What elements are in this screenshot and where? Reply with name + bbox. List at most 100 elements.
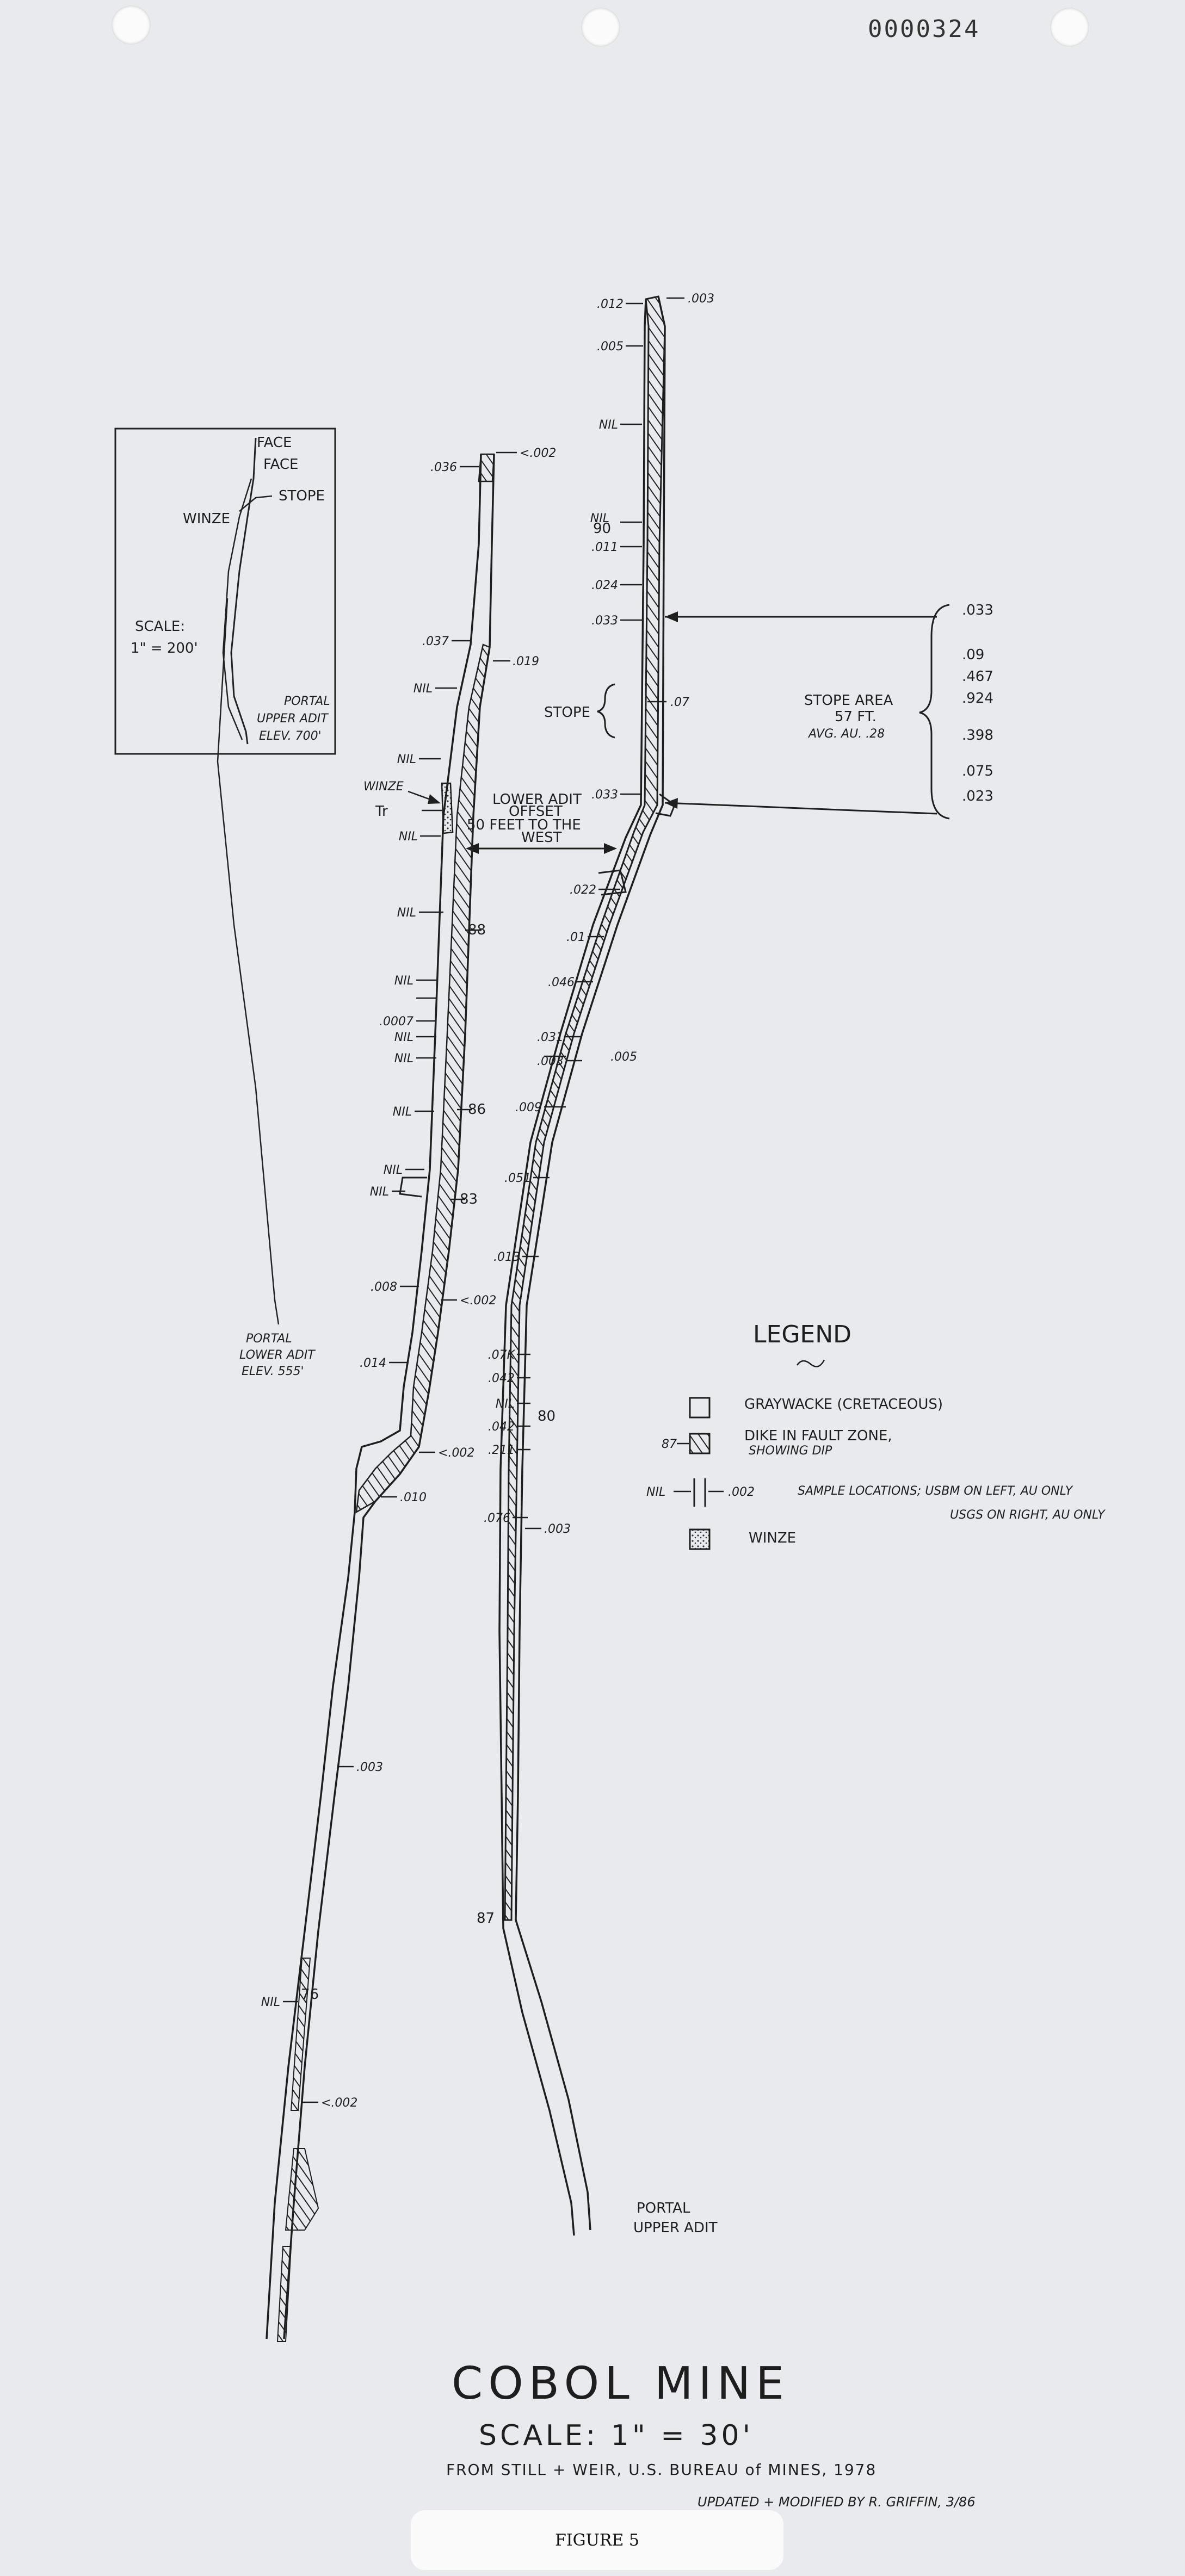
inset-scale-value: 1" = 200' — [131, 640, 198, 657]
upper-sample-left: .211 — [488, 1444, 515, 1457]
upper-sample-left: .042 — [488, 1420, 515, 1434]
upper-sample-left: .07K — [488, 1348, 516, 1362]
upper-sample-left: .051 — [504, 1172, 531, 1185]
title-block: COBOL MINE SCALE: 1" = 30' FROM STILL + … — [446, 2358, 976, 2510]
lower-sample-right: <.002 — [460, 1294, 496, 1308]
legend-dike-label-2: SHOWING DIP — [749, 1444, 832, 1458]
winze-label: WINZE — [363, 780, 404, 794]
inset-portal-upper-2: UPPER ADIT — [257, 712, 329, 726]
stope-assay-value: .398 — [962, 727, 993, 744]
stope-value: .07 — [670, 696, 689, 709]
upper-sample-left: NIL — [590, 512, 609, 525]
upper-dip: 90 — [593, 521, 611, 537]
legend: LEGEND GRAYWACKE (CRETACEOUS) 87 DIKE IN… — [646, 1321, 1106, 1550]
upper-sample-left: .012 — [597, 298, 624, 311]
inset-winze-label: WINZE — [183, 511, 230, 527]
trace-label: Tr — [375, 803, 388, 820]
stope-assay-value: .075 — [962, 763, 993, 779]
stope-assay-value: .033 — [962, 602, 993, 618]
upper-sample-right: .003 — [544, 1522, 571, 1536]
upper-sample-left: .033 — [591, 788, 618, 802]
lower-adit-offset: LOWER ADIT OFFSET 50 FEET TO THE WEST — [466, 791, 617, 854]
upper-sample-left: .022 — [570, 883, 596, 897]
lower-sample-right: .003 — [356, 1761, 383, 1774]
upper-dip: 80 — [538, 1408, 556, 1425]
lower-sample-left: NIL — [384, 1163, 403, 1177]
lower-sample-right: <.002 — [321, 2096, 357, 2110]
upper-sample-left: NIL — [599, 418, 618, 432]
lower-sample-left: .036 — [430, 461, 457, 474]
upper-sample-left: .046 — [548, 976, 575, 989]
legend-sample-label-2: USGS ON RIGHT, AU ONLY — [950, 1508, 1106, 1522]
offset-label-3: 50 FEET TO THE — [467, 817, 581, 833]
upper-adit: .012 .005 NIL NIL .011 .024 .033 .033 .0… — [477, 292, 718, 2236]
inset-map: FACE FACE STOPE WINZE SCALE: 1" = 200' P… — [114, 428, 336, 1378]
legend-sample-left: NIL — [646, 1485, 665, 1499]
upper-sample-left: .011 — [591, 541, 618, 554]
lower-sample-left: .037 — [422, 635, 449, 648]
lower-sample-left: NIL — [370, 1185, 389, 1199]
lower-sample-left: NIL — [397, 753, 416, 766]
inset-stope-label: STOPE — [279, 488, 325, 504]
inset-portal-lower-1: PORTAL — [246, 1332, 292, 1346]
stope-assay-value: .023 — [962, 788, 993, 804]
lower-sample-left: NIL — [394, 1031, 413, 1044]
upper-sample-left: .076 — [484, 1512, 510, 1525]
figure-caption: FIGURE 5 — [411, 2510, 783, 2570]
legend-graywacke-swatch — [689, 1397, 711, 1419]
lower-sample-left: NIL — [397, 906, 416, 920]
inset-portal-lower-2: LOWER ADIT — [239, 1348, 316, 1362]
lower-adit: .036 .037 NIL NIL NIL NIL NIL .0007 NIL … — [261, 447, 556, 2342]
stope-area-line-3: AVG. AU. .28 — [807, 727, 885, 741]
lower-sample-right: <.002 — [438, 1446, 474, 1460]
offset-label-4: WEST — [521, 829, 562, 846]
stope-area-line-1: STOPE AREA — [804, 692, 893, 709]
map-source: FROM STILL + WEIR, U.S. BUREAU of MINES,… — [446, 2461, 877, 2479]
document-number: 0000324 — [868, 15, 980, 43]
legend-dike-dip: 87 — [662, 1438, 677, 1451]
lower-dip: 86 — [468, 1101, 486, 1118]
lower-dip: 88 — [468, 922, 486, 938]
portal-upper-label-1: PORTAL — [637, 2200, 690, 2216]
lower-sample-left: .014 — [360, 1357, 386, 1370]
lower-sample-right: .010 — [400, 1491, 427, 1504]
lower-sample-left: NIL — [413, 682, 433, 696]
upper-sample-right: .003 — [688, 292, 714, 306]
inset-face-label-2: FACE — [263, 456, 298, 473]
inset-scale-label: SCALE: — [135, 618, 185, 635]
map-scale: SCALE: 1" = 30' — [479, 2419, 754, 2452]
upper-sample-left: .003 — [537, 1055, 564, 1068]
lower-sample-right: .019 — [513, 655, 539, 668]
stope-assay-value: .924 — [962, 690, 993, 707]
inset-portal-lower-3: ELEV. 555' — [242, 1365, 304, 1378]
upper-sample-left: .024 — [591, 579, 618, 592]
stope-assay-value: .467 — [962, 668, 993, 685]
legend-dike-swatch — [689, 1433, 711, 1454]
inset-portal-upper-3: ELEV. 700' — [259, 729, 322, 743]
inset-face-label-1: FACE — [257, 435, 292, 451]
legend-dike-label-1: DIKE IN FAULT ZONE, — [744, 1428, 892, 1444]
upper-sample-left: .031 — [537, 1031, 564, 1044]
stope-label: STOPE — [544, 704, 590, 721]
legend-sample-right: .002 — [728, 1485, 755, 1499]
lower-dip: 76 — [301, 1986, 319, 2003]
portal-upper-label-2: UPPER ADIT — [633, 2220, 718, 2236]
lower-dip: 83 — [460, 1191, 478, 1208]
punch-hole-right — [1050, 8, 1089, 47]
lower-sample-right: <.002 — [520, 447, 556, 460]
legend-title: LEGEND — [753, 1321, 851, 1348]
stope-assay-value: .09 — [962, 647, 984, 663]
punch-hole-left — [112, 5, 151, 45]
upper-sample-left: .013 — [493, 1250, 520, 1264]
lower-sample-left: .008 — [371, 1280, 397, 1294]
map-updated: UPDATED + MODIFIED BY R. GRIFFIN, 3/86 — [698, 2494, 976, 2510]
offset-label-2: OFFSET — [509, 803, 563, 820]
lower-sample-left: NIL — [399, 830, 418, 844]
lower-sample-left: NIL — [261, 1996, 280, 2009]
offset-label-1: LOWER ADIT — [492, 791, 582, 808]
upper-sample-left: NIL — [496, 1397, 515, 1411]
upper-sample-left: .009 — [515, 1101, 542, 1114]
upper-sample-left: .042 — [488, 1372, 515, 1385]
legend-winze-label: WINZE — [749, 1530, 796, 1546]
